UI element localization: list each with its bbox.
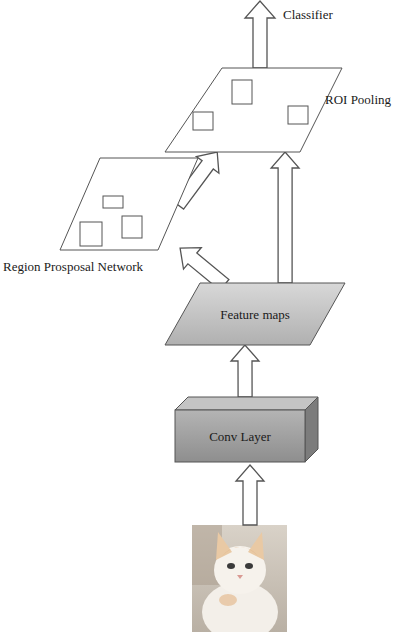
output-label: Classifier [283, 7, 333, 22]
input-arrow [236, 465, 264, 525]
flow-arrow [271, 152, 299, 283]
region-box [193, 112, 213, 130]
region-box [288, 106, 308, 124]
region-proposal-network: Region Prosposal Network [60, 158, 198, 250]
region-box [80, 222, 102, 246]
node-label: Conv Layer [175, 410, 305, 462]
output-arrow [245, 1, 275, 68]
region-box [122, 216, 142, 238]
node-outline [165, 68, 345, 152]
region-box [232, 80, 252, 104]
conv-layer: Conv Layer [175, 397, 318, 462]
region-box [103, 196, 123, 208]
roi-pooling-layer: ROI Pooling [165, 68, 345, 152]
node-outline [60, 158, 198, 250]
feature-maps: Feature maps [165, 283, 345, 345]
node-label: ROI Pooling [325, 92, 391, 107]
cat-photo [192, 525, 287, 632]
flow-arrow [231, 345, 259, 397]
node-label: Feature maps [165, 283, 345, 345]
node-label: Region Prosposal Network [3, 259, 143, 274]
